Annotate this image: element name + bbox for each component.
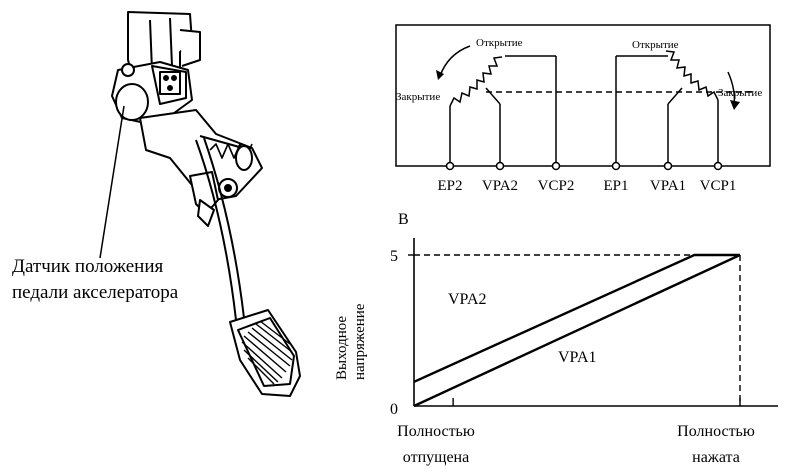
output-voltage-chart: В Выходное напряжение 0 5 Полностью отпу… — [334, 211, 778, 466]
terminal-vpa1: VPA1 — [650, 178, 686, 194]
y-tick-label: 0 — [390, 401, 398, 418]
terminal-vcp2: VCP2 — [538, 178, 575, 194]
resistor-right — [665, 50, 719, 101]
close-label-left: Закрытие — [396, 91, 440, 103]
close-label-right: Закрытие — [718, 87, 762, 99]
terminal-dot — [445, 161, 455, 171]
sensor-schematic: Открытие Закрытие Открытие Закрытие EP2 … — [395, 24, 771, 194]
resistor-left — [449, 56, 503, 107]
arrow-open-left — [439, 45, 471, 77]
terminal-ep2: EP2 — [437, 178, 462, 194]
x-tick-label: отпущена — [403, 449, 469, 466]
y-axis-label-line1: Выходное — [334, 316, 350, 380]
terminal-ep1: EP1 — [603, 178, 628, 194]
terminal-vpa2: VPA2 — [482, 178, 518, 194]
sensor-label-line1: Датчик положения — [12, 256, 164, 277]
y-unit-label: В — [398, 211, 409, 228]
arrowhead-left-icon — [436, 70, 444, 80]
y-axis-label-line2: напряжение — [352, 303, 368, 380]
terminal-dot — [663, 161, 673, 171]
x-tick-label: Полностью — [397, 423, 475, 440]
y-tick-label: 5 — [390, 248, 398, 265]
series-line-vpa2 — [413, 253, 740, 383]
series-label-vpa1: VPA1 — [558, 349, 597, 366]
arrowhead-right-icon — [730, 100, 740, 110]
terminal-dot — [551, 161, 561, 171]
terminal-dot — [611, 161, 621, 171]
series-line-vpa1 — [413, 253, 741, 408]
series-label-vpa2: VPA2 — [448, 291, 487, 308]
accelerator-pedal-illustration — [99, 11, 301, 397]
open-label-right: Открытие — [632, 39, 679, 51]
terminal-dot — [713, 161, 723, 171]
terminal-vcp1: VCP1 — [700, 178, 737, 194]
terminal-dot — [495, 161, 505, 171]
x-tick-label: Полностью — [677, 423, 755, 440]
open-label-left: Открытие — [476, 37, 523, 49]
x-tick-label: нажата — [692, 449, 740, 466]
sensor-label-line2: педали акселератора — [12, 282, 179, 303]
schematic-frame — [395, 24, 771, 167]
